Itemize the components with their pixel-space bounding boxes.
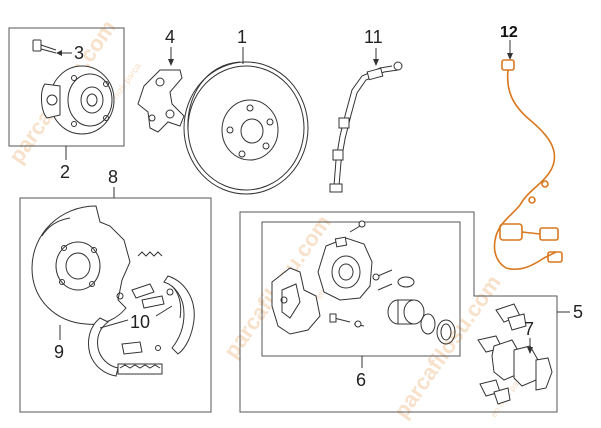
caliper-outer-box bbox=[239, 211, 558, 413]
hub-flange bbox=[41, 65, 115, 135]
callout-6: 6 bbox=[356, 370, 366, 390]
brake-hose: 11 bbox=[329, 27, 403, 193]
callout-2: 2 bbox=[60, 162, 70, 182]
bleeder-screw bbox=[349, 220, 366, 233]
dust-boot bbox=[436, 319, 456, 345]
leader-10b bbox=[155, 305, 173, 317]
caliper-piston bbox=[387, 276, 425, 325]
brake-shoe-right bbox=[163, 275, 195, 355]
parking-brake-group: 8 9 bbox=[19, 167, 212, 413]
guide-pins bbox=[329, 269, 393, 328]
caliper-body bbox=[317, 236, 373, 301]
return-spring bbox=[137, 251, 163, 257]
piston-seal bbox=[420, 313, 436, 335]
hub-bolt bbox=[32, 39, 57, 54]
callout-8: 8 bbox=[108, 167, 118, 187]
shoe-hardware bbox=[116, 283, 174, 375]
backing-plate bbox=[31, 205, 131, 325]
dust-boot-inner bbox=[440, 323, 452, 341]
callout-11: 11 bbox=[364, 27, 383, 47]
leader-10a bbox=[99, 319, 129, 329]
caliper-group: 5 6 bbox=[239, 211, 583, 413]
brake-disc: 1 bbox=[183, 27, 309, 195]
callout-10: 10 bbox=[130, 312, 150, 332]
callout-7: 7 bbox=[524, 319, 534, 339]
callout-3: 3 bbox=[74, 43, 84, 63]
hub-assembly-group: 3 2 bbox=[8, 27, 125, 182]
parking-brake-box bbox=[19, 197, 212, 413]
mounting-bracket: 4 bbox=[137, 27, 185, 133]
callout-4: 4 bbox=[165, 27, 175, 47]
wheel-speed-sensor: 12 bbox=[493, 24, 563, 271]
caliper-carrier bbox=[271, 267, 321, 335]
brake-pads bbox=[477, 303, 553, 405]
callout-1: 1 bbox=[237, 27, 247, 47]
callout-9: 9 bbox=[54, 342, 64, 362]
callout-5: 5 bbox=[573, 302, 583, 322]
callout-12: 12 bbox=[500, 24, 518, 41]
